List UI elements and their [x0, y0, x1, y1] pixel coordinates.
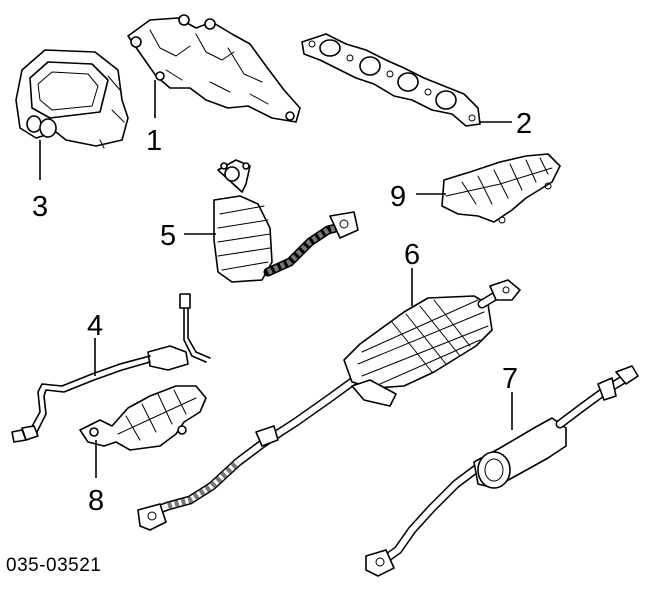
callout-4: 4: [87, 310, 103, 342]
part-3-heat-shield: [15, 49, 129, 149]
part-1-exhaust-manifold: [127, 14, 301, 123]
part-2-manifold-gasket: [301, 33, 481, 127]
part-7-rear-muffler: [365, 365, 639, 577]
callout-9: 9: [390, 181, 406, 213]
callout-1: 1: [146, 125, 162, 157]
part-5-catalytic-converter: [213, 159, 359, 283]
part-9-heat-shield: [441, 153, 561, 224]
callout-8: 8: [88, 485, 104, 517]
part-8-converter-bracket: [79, 385, 207, 451]
callout-2: 2: [516, 108, 532, 140]
diagram-code: 035-03521: [6, 555, 102, 576]
callout-6: 6: [404, 239, 420, 271]
callout-5: 5: [160, 220, 176, 252]
callout-3: 3: [32, 191, 48, 223]
part-6-center-pipe-muffler: [137, 279, 521, 531]
part-4-pipe: [11, 293, 211, 443]
callout-7: 7: [502, 363, 518, 395]
